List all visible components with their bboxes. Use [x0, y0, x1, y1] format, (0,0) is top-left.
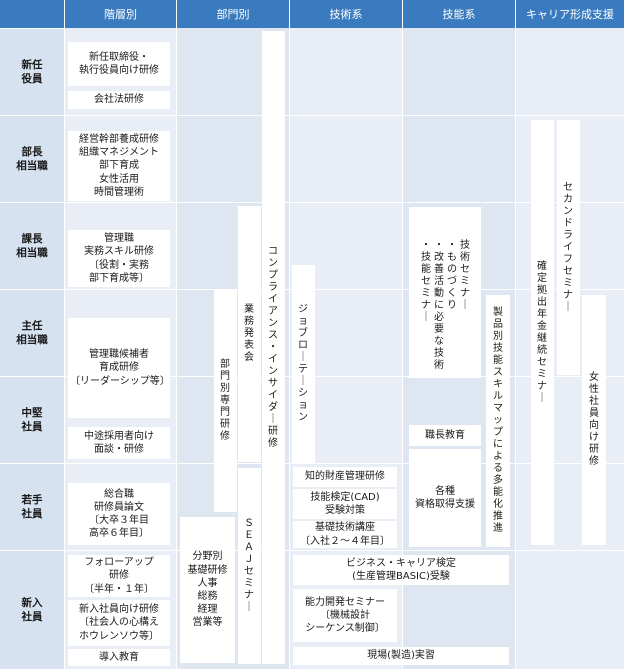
- row-divider: [0, 550, 624, 551]
- induction-training: 導入教育: [68, 649, 170, 666]
- pension-label: 確定拠出年金継続セミナ｜: [537, 260, 547, 404]
- col-divider: [176, 0, 177, 669]
- onsite-training: 現場(製造)実習: [293, 647, 509, 665]
- second-life-label: セカンドライフセミナ｜: [563, 181, 573, 313]
- header-career: キャリア形成支援: [516, 0, 624, 28]
- dept-specific-label: 部門別専門研修: [220, 359, 230, 442]
- tech-seminar-label-3: ・改善活動に必要な技術: [434, 240, 444, 371]
- row-divider: [0, 115, 624, 116]
- job-rotation-bar: [292, 265, 315, 463]
- col-divider: [289, 0, 290, 669]
- business-career-exam: ビジネス・キャリア検定 (生産管理BASIC)受験: [293, 555, 509, 585]
- section-head-training: 管理職 実務スキル研修 〔役割・実務 部下育成等〕: [68, 230, 170, 287]
- row-young: 若手 社員: [0, 464, 64, 550]
- new-hire-training: 新入社員向け研修 〔社会人の心構え ホウレンソウ等〕: [68, 600, 170, 646]
- women-label: 女性社員向け研修: [589, 372, 599, 467]
- skill-map-label: 製品別技能スキルマップによる多能化推進: [493, 307, 503, 534]
- ability-dev-seminar: 能力開発セミナー 〔機械設計 シーケンス制御〕: [293, 589, 397, 642]
- exec-new-training: 新任取締役・ 執行役員向け研修: [68, 42, 170, 86]
- row-new-executive: 新任 役員: [0, 29, 64, 115]
- row-chief: 主任 相当職: [0, 290, 64, 376]
- tech-seminar-box: [409, 207, 481, 378]
- midcareer-training: 中途採用者向け 面談・研修: [68, 427, 170, 459]
- header-skills: 技能系: [403, 0, 515, 28]
- row-mid-level: 中堅 社員: [0, 377, 64, 463]
- header-department: 部門別: [177, 0, 289, 28]
- company-law-training: 会社法研修: [68, 91, 170, 109]
- compliance-bar: [262, 31, 285, 664]
- manager-candidate-training: 管理職候補者 育成研修 〔リーダーシップ等〕: [68, 318, 170, 418]
- row-section-head: 課長 相当職: [0, 203, 64, 289]
- tech-seminar-label-1: 技術セミナ｜: [460, 240, 470, 311]
- dept-head-training: 経営幹部養成研修 組織マネジメント 部下育成 女性活用 時間管理術: [68, 131, 170, 201]
- followup-training: フォローアップ 研修 〔半年・１年〕: [68, 555, 170, 597]
- skill-map-bar: [486, 295, 510, 547]
- compliance-label: コンプライアンス・インサイダ｜研修: [268, 245, 278, 449]
- col-divider: [515, 0, 516, 669]
- foreman-training: 職長教育: [409, 425, 481, 446]
- col-divider: [64, 0, 65, 669]
- skill-test-prep: 技能検定(CAD) 受験対策: [293, 489, 397, 519]
- tech-seminar-label-2: ・ものづくり: [447, 240, 457, 311]
- women-bar: [582, 295, 606, 545]
- header-hierarchy: 階層別: [65, 0, 176, 28]
- field-basic-training: 分野別 基礎研修 人事 総務 経理 営業等: [180, 517, 235, 663]
- business-pres-bar: [238, 206, 261, 462]
- header-corner: [0, 0, 64, 28]
- ip-mgmt-training: 知的財産管理研修: [293, 467, 397, 487]
- business-pres-label: 業務発表会: [244, 304, 254, 363]
- basic-tech-course: 基礎技術講座 〔入社２～４年目〕: [293, 521, 397, 548]
- row-new-hire: 新入 社員: [0, 551, 64, 669]
- comprehensive-training: 総合職 研修員論文 〔大卒３年目 高卒６年目〕: [68, 483, 170, 545]
- qualification-support: 各種 資格取得支援: [409, 449, 481, 547]
- dept-specific-bar: [214, 290, 237, 512]
- header-technical: 技術系: [290, 0, 402, 28]
- pension-bar: [531, 120, 554, 545]
- row-divider: [0, 202, 624, 203]
- seaj-bar: [238, 468, 261, 664]
- row-divider: [0, 463, 624, 464]
- job-rotation-label: ジョブロ｜テ｜ション: [298, 304, 308, 423]
- row-department-head: 部長 相当職: [0, 116, 64, 202]
- tech-seminar-label-4: ・技能セミナ｜: [421, 240, 431, 323]
- second-life-bar: [557, 120, 580, 375]
- col-divider: [402, 0, 403, 669]
